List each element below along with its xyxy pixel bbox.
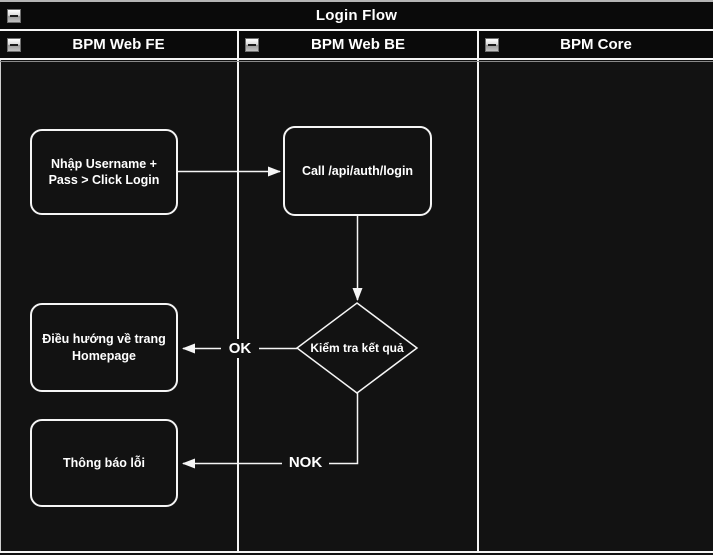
lane-divider-be-core <box>477 31 479 553</box>
lane-header-bottom-line-2 <box>0 61 713 62</box>
minus-icon <box>248 44 256 46</box>
pool-title-bar[interactable]: Login Flow <box>0 2 713 29</box>
lane-label: BPM Web FE <box>72 36 165 53</box>
node-error-message[interactable]: Thông báo lỗi <box>30 419 178 507</box>
canvas-top-edge <box>0 0 713 2</box>
lane-divider-fe-be <box>237 31 239 553</box>
node-label: Điều hướng về trang Homepage <box>42 332 166 363</box>
node-input-login[interactable]: Nhập Username + Pass > Click Login <box>30 129 178 215</box>
lane-fe-collapse-button[interactable] <box>7 38 21 52</box>
pool-title: Login Flow <box>315 7 398 24</box>
lane-header-bpm-web-be[interactable]: BPM Web BE <box>239 31 477 58</box>
pool-collapse-button[interactable] <box>7 9 21 23</box>
minus-icon <box>488 44 496 46</box>
lane-be-collapse-button[interactable] <box>245 38 259 52</box>
node-label: Thông báo lỗi <box>63 455 145 470</box>
node-check-result-label[interactable]: Kiểm tra kết quả <box>297 303 417 393</box>
node-label: Nhập Username + Pass > Click Login <box>48 156 160 187</box>
lane-label: BPM Core <box>560 36 632 53</box>
minus-icon <box>10 44 18 46</box>
lane-core-collapse-button[interactable] <box>485 38 499 52</box>
lane-header-bpm-web-fe[interactable]: BPM Web FE <box>0 31 237 58</box>
node-label: Kiểm tra kết quả <box>310 341 404 355</box>
pool-left-border <box>0 2 1 553</box>
minus-icon <box>10 15 18 17</box>
pool-bottom-border <box>0 551 713 553</box>
title-divider-line <box>0 29 713 31</box>
node-go-homepage[interactable]: Điều hướng về trang Homepage <box>30 303 178 392</box>
edge-label-ok[interactable]: OK <box>221 339 259 358</box>
node-call-api[interactable]: Call /api/auth/login <box>283 126 432 216</box>
edge-label-nok[interactable]: NOK <box>282 453 329 472</box>
node-label: Call /api/auth/login <box>301 163 414 178</box>
lane-label: BPM Web BE <box>311 36 405 53</box>
lane-header-bpm-core[interactable]: BPM Core <box>479 31 713 58</box>
lane-header-bottom-line <box>0 58 713 60</box>
edge-check-nok-to-error[interactable] <box>182 393 359 469</box>
